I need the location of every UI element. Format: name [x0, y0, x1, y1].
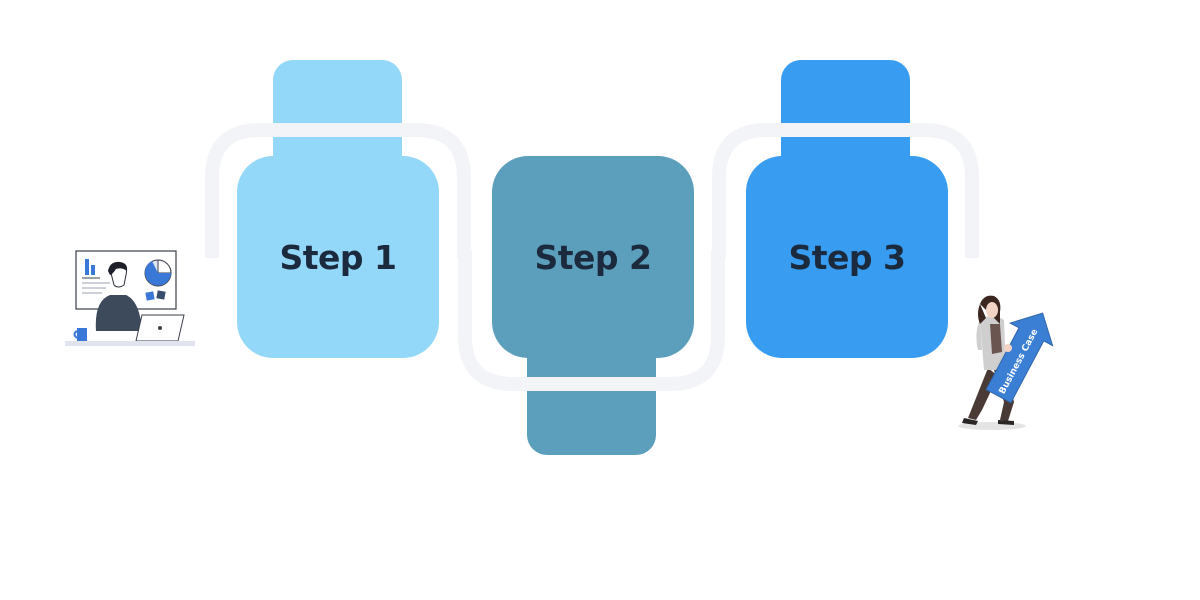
- connector-ring-1: [205, 123, 471, 258]
- connector-ring-3: [712, 123, 979, 258]
- step-1-label: Step 1: [279, 237, 398, 277]
- step-2-box: Step 2: [492, 156, 694, 358]
- person-at-laptop-with-charts-icon: [65, 250, 195, 346]
- woman-carrying-arrow-icon: Business Case: [958, 295, 1054, 430]
- step-2-label: Step 2: [534, 237, 653, 277]
- connector-ring-2: [458, 250, 725, 391]
- step-1-box: Step 1: [237, 156, 439, 358]
- step-3-label: Step 3: [788, 237, 907, 277]
- step-3-box: Step 3: [746, 156, 948, 358]
